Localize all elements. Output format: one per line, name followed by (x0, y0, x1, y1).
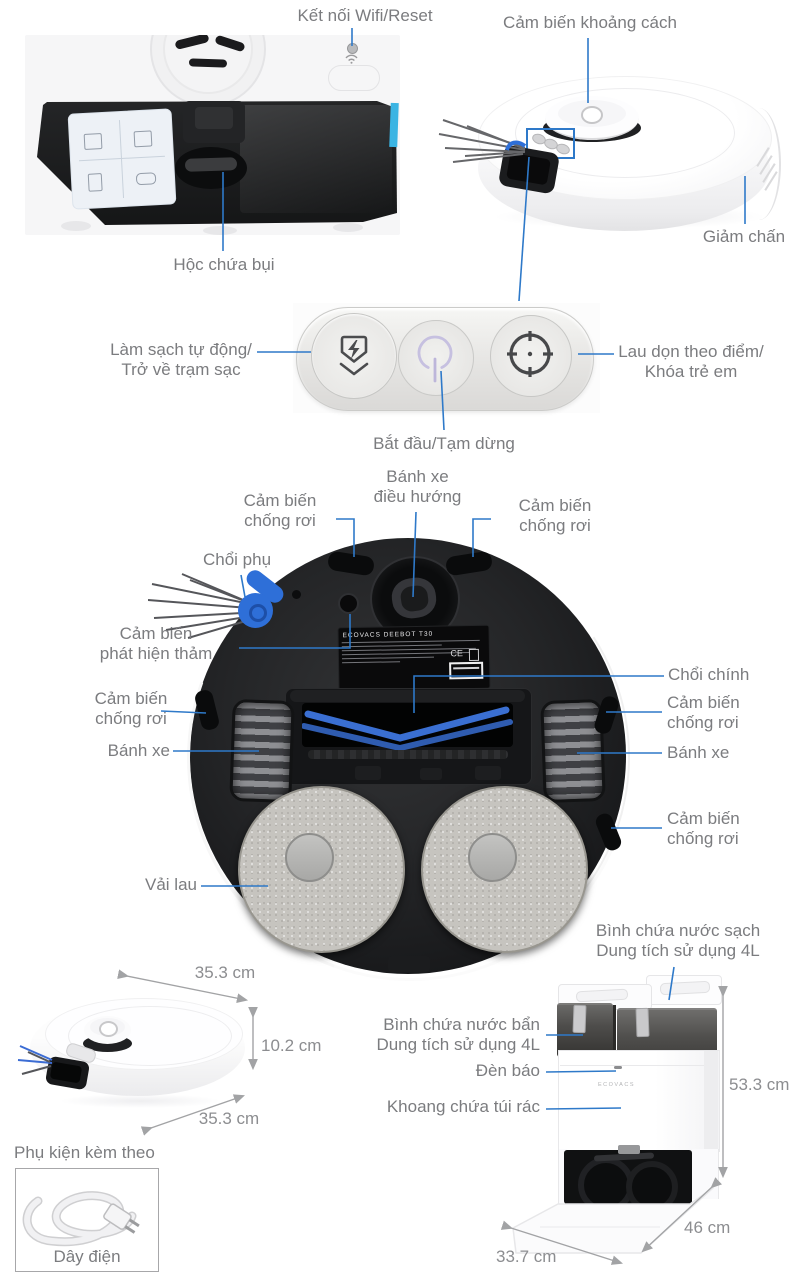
drop-sensor-label-r2: Cảm biến chống rơi (667, 809, 740, 848)
card-pictogram (83, 133, 103, 150)
distance-sensor-label: Cảm biến khoảng cách (503, 13, 677, 32)
bag-compartment-label: Khoang chứa túi rác (386, 1097, 540, 1116)
plate-text-line (341, 656, 434, 660)
dustbin-handle[interactable] (184, 157, 238, 172)
grille-slot (188, 58, 228, 68)
side-brush-label: Chổi phụ (202, 550, 272, 569)
wheel-right (540, 698, 606, 804)
main-brush-label: Chổi chính (668, 665, 750, 684)
wifi-label: Kết nối Wifi/Reset (297, 6, 433, 25)
main-brush-roller (302, 706, 513, 752)
top-surface-ring (515, 88, 735, 178)
bumper-seam (737, 108, 781, 220)
dust-bag-clip (618, 1145, 640, 1154)
plate-brand: ECOVACS DEEBOT T30 (342, 630, 434, 640)
top-surface-ring (68, 1006, 232, 1066)
power-cord-illustration (22, 1191, 140, 1247)
dustbin-latch-inner (195, 107, 233, 129)
cavity-pillar (558, 1149, 567, 1205)
plate-text-line (342, 660, 401, 664)
rating-plate: ECOVACS DEEBOT T30 CE (337, 624, 491, 692)
wifi-icon (345, 54, 358, 64)
side-brush-wisps (17, 1045, 53, 1075)
drop-sensor-label-tl: Cảm biến chống rơi (243, 491, 317, 530)
carpet-sensor (338, 593, 359, 614)
plate-ce-mark: CE (450, 648, 464, 659)
wheel-label-right: Bánh xe (667, 743, 730, 762)
station-width-label: 33.7 cm (496, 1247, 557, 1266)
screw-dot (292, 590, 301, 599)
robot-dimension-figure (17, 960, 330, 1145)
side-brush-tufts (438, 119, 527, 163)
tank-divider (613, 1005, 616, 1060)
card-pictogram (133, 130, 153, 148)
mop-label: Vải lau (145, 875, 197, 894)
chassis-tab (388, 956, 430, 972)
clean-tank-label: Bình chứa nước sạch Dung tích sử dụng 4L (595, 921, 761, 960)
instruction-card (67, 108, 177, 210)
drop-sensor-label-left: Cảm biến chống rơi (94, 689, 168, 728)
robot-width-bottom-label: 35.3 cm (198, 1109, 260, 1128)
spot-clean-label: Lau dọn theo điểm/ Khóa trẻ em (618, 342, 764, 381)
station-side-face (704, 1051, 718, 1149)
robot-height-label: 10.2 cm (261, 1036, 322, 1055)
status-led (614, 1066, 622, 1069)
station-body-seam (560, 1065, 716, 1066)
indicator-label: Đèn báo (475, 1061, 540, 1080)
chassis-detail (420, 768, 442, 780)
bumper-label: Giảm chấn (702, 227, 786, 246)
wheel-left (229, 698, 295, 804)
auto-clean-label: Làm sạch tự động/ Trở về trạm sạc (110, 340, 252, 379)
dirty-tank-label: Bình chứa nước bẩn Dung tích sử dụng 4L (376, 1015, 540, 1054)
dustbin-label: Hộc chứa bụi (173, 255, 275, 274)
brush-strip (308, 750, 508, 759)
panel-seam (328, 65, 380, 91)
bottom-view-photo: ECOVACS DEEBOT T30 CE (113, 461, 707, 1055)
foot-pad (333, 223, 363, 232)
blue-tape (389, 102, 399, 148)
card-pictogram (135, 172, 157, 186)
station-height-label: 53.3 cm (729, 1075, 790, 1094)
robot-shadow (60, 1094, 220, 1108)
start-pause-label: Bắt đầu/Tạm dừng (373, 434, 515, 453)
plate-weee-icon (468, 648, 480, 662)
station-figure: ECOVACS (500, 965, 800, 1265)
lds-logo-ring (99, 1021, 118, 1037)
mop-pad-cap (468, 833, 517, 882)
start-pause-button[interactable] (398, 320, 474, 396)
auto-clean-icon (339, 335, 369, 376)
chassis-detail (355, 766, 381, 780)
lds-logo-ring (581, 106, 603, 124)
dustbin-sheen (240, 105, 392, 213)
chassis-detail (475, 766, 501, 780)
mop-pad-cap (285, 833, 334, 882)
caster-label: Bánh xe điều hướng (373, 467, 462, 506)
accessories-title: Phụ kiện kèm theo (14, 1143, 155, 1162)
power-cord-label: Dây điện (53, 1247, 121, 1266)
side-brush-hub-core (249, 604, 267, 622)
station-logo: ECOVACS (598, 1082, 635, 1088)
drop-sensor-label-r1: Cảm biến chống rơi (667, 693, 740, 732)
wifi-reset-button[interactable] (347, 43, 358, 54)
spot-clean-button[interactable] (490, 315, 572, 397)
robot-width-top-label: 35.3 cm (194, 963, 256, 982)
top-view-photo (25, 35, 400, 235)
spot-clean-icon (507, 331, 553, 377)
accessory-box (15, 1168, 159, 1272)
drop-sensor-label-tr: Cảm biến chống rơi (518, 496, 592, 535)
front-view-photo (438, 60, 800, 235)
card-pictogram (87, 173, 103, 192)
power-icon (417, 335, 453, 383)
plate-text-line (341, 639, 480, 644)
foot-pad (203, 226, 237, 235)
plate-text-line (341, 644, 442, 648)
station-depth-label: 46 cm (684, 1218, 731, 1237)
wheel-label-left: Bánh xe (107, 741, 170, 760)
carpet-sensor-label: Cảm biến phát hiện thảm (99, 624, 213, 663)
station-ramp (512, 1187, 714, 1254)
plate-barcode-box (449, 661, 484, 680)
auto-clean-button[interactable] (311, 313, 397, 399)
foot-pad (61, 221, 91, 231)
control-panel-photo (293, 303, 600, 413)
